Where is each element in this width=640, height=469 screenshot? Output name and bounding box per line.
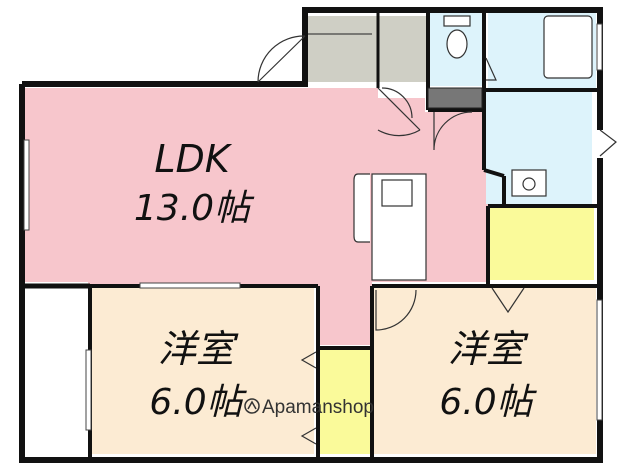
- western-room-left[interactable]: [92, 288, 314, 454]
- sink-icon: [381, 179, 413, 207]
- fridge-space-icon: [353, 173, 370, 243]
- entrance-door: [377, 87, 421, 137]
- balcony-door: [599, 129, 617, 157]
- ldk-name: LDK: [154, 137, 232, 181]
- western-left-size: 6.0帖: [149, 382, 247, 423]
- toilet-door: [381, 87, 413, 119]
- bathtub-icon: [543, 15, 593, 79]
- ldk-room[interactable]: [25, 88, 502, 345]
- toilet-tank-icon: [443, 15, 471, 27]
- wash-door: [433, 111, 473, 151]
- entrance-area[interactable]: [308, 16, 428, 82]
- closet-mid-door-1: [300, 351, 317, 369]
- toilet-bowl-icon: [446, 29, 468, 59]
- western-right-name: 洋室: [448, 327, 529, 371]
- fixtures: [353, 15, 593, 281]
- western-right-size: 6.0帖: [439, 382, 537, 423]
- washbasin-icon: [511, 169, 547, 197]
- doors: [257, 35, 617, 445]
- detail-lines: [23, 23, 603, 431]
- ldk-size: 13.0帖: [134, 188, 255, 229]
- watermark: Apamanshop: [244, 397, 374, 418]
- right-room-door: [375, 289, 417, 331]
- closet-left: [28, 288, 88, 454]
- watermark-text: Apamanshop: [262, 397, 374, 418]
- front-door: [257, 35, 306, 83]
- western-left-name: 洋室: [158, 327, 239, 371]
- closet-middle[interactable]: [320, 350, 370, 454]
- closet-right-door: [491, 287, 525, 314]
- western-room-right[interactable]: [374, 288, 596, 454]
- bath-door: [485, 57, 497, 81]
- closet-mid-door-2: [300, 427, 317, 445]
- closet-right[interactable]: [490, 208, 594, 280]
- apamanshop-logo-icon: [244, 398, 260, 414]
